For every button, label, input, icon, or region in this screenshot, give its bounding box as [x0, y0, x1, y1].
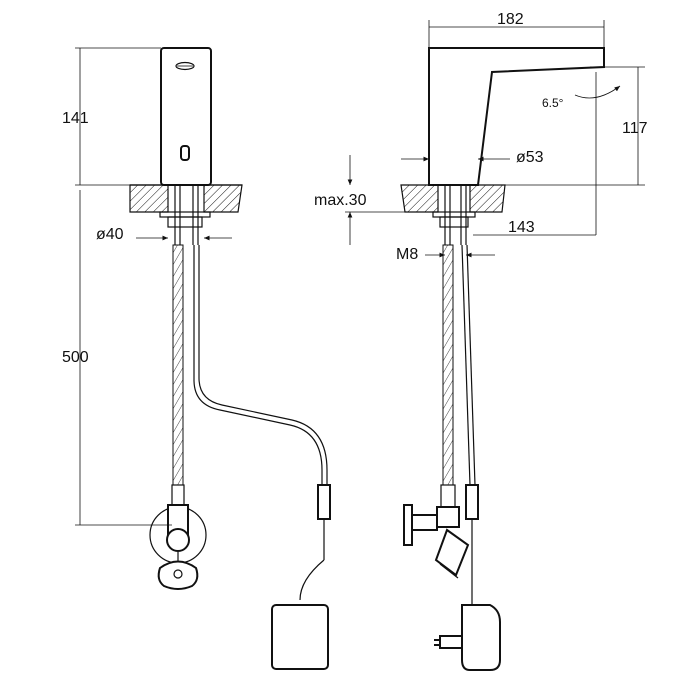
countertop-side-right: [469, 184, 506, 213]
cable-connector: [317, 484, 331, 520]
braided-hose-front: [172, 244, 184, 486]
logo-icon: [175, 61, 195, 71]
dim-117: 117: [622, 120, 648, 137]
dim-182: 182: [497, 11, 524, 28]
valve-body-side: [436, 506, 460, 528]
dim-diameter-53: ø53: [516, 149, 544, 166]
plug-icon: [439, 635, 463, 649]
countertop-side-left: [400, 184, 439, 213]
valve-handle-side: [403, 504, 413, 546]
side-dimensions: 182 117 6.5° ø53 max.30 143 M8: [314, 11, 648, 263]
dim-m8: M8: [396, 246, 418, 263]
sensor-window-icon: [180, 145, 190, 161]
faucet-body-front: [160, 47, 212, 186]
countertop-right: [203, 184, 243, 213]
dim-141: 141: [62, 110, 89, 127]
front-view: [129, 47, 331, 670]
power-adapter-side: [461, 604, 501, 671]
front-dimensions: 141 500 ø40: [62, 47, 232, 526]
filter-housing: [434, 528, 470, 577]
dim-500: 500: [62, 349, 89, 366]
dim-diameter-40: ø40: [96, 226, 124, 243]
valve-handle: [157, 560, 199, 590]
power-adapter: [271, 604, 329, 670]
countertop-left: [129, 184, 169, 213]
dim-143: 143: [508, 219, 535, 236]
sensor-cable-front: [193, 245, 323, 485]
dim-angle: 6.5°: [542, 96, 564, 110]
braided-hose-side: [442, 244, 454, 486]
mounting-nut: [167, 216, 203, 228]
side-view: [400, 47, 605, 671]
dim-max-30: max.30: [314, 192, 367, 209]
mounting-plate: [159, 211, 211, 218]
